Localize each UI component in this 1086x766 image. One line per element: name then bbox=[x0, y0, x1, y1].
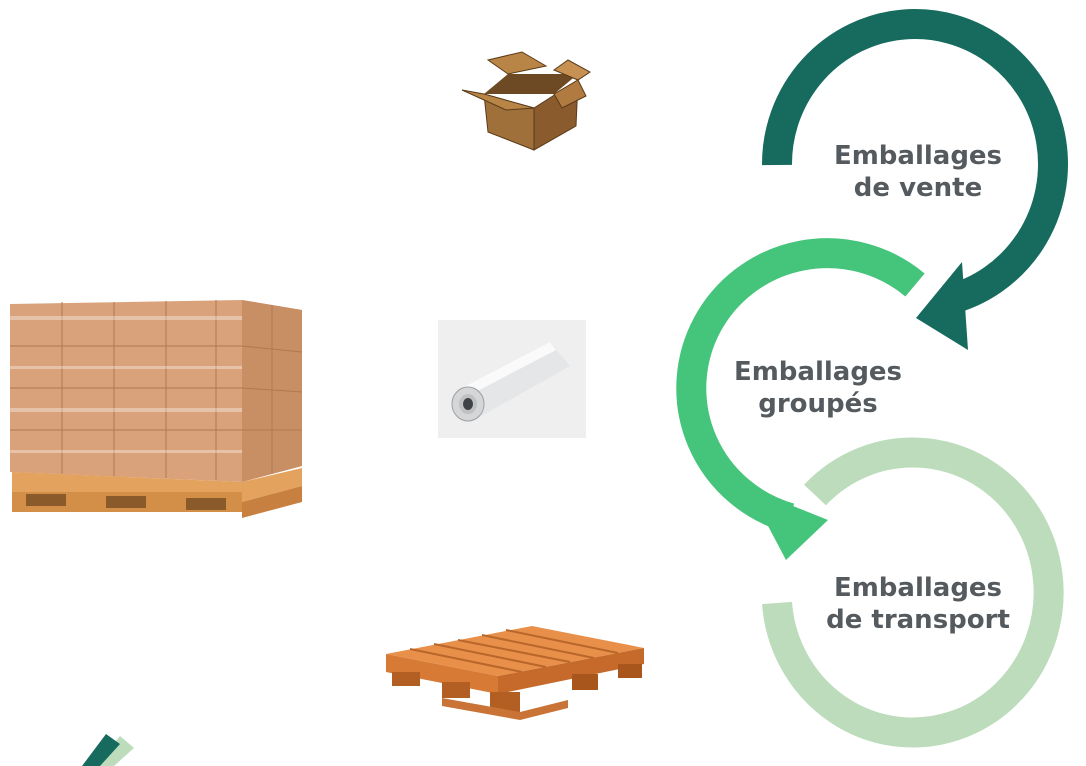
wooden-pallet-image bbox=[386, 626, 644, 720]
stage-vente-line1: Emballages bbox=[833, 141, 1003, 171]
ring-groupes bbox=[676, 238, 925, 560]
ring-transport bbox=[762, 437, 1064, 748]
logo-image bbox=[82, 734, 134, 766]
wrapped-pallet-image bbox=[10, 300, 303, 518]
stage-transport-line1: Emballages bbox=[833, 573, 1003, 603]
ring-vente bbox=[761, 9, 1068, 350]
stage-groupes-line2: groupés bbox=[758, 389, 878, 419]
cardboard-box-image bbox=[461, 51, 591, 151]
stage-vente-line2: de vente bbox=[853, 173, 983, 203]
stage-label-transport: Emballages de transport bbox=[808, 572, 1028, 636]
stage-label-vente: Emballages de vente bbox=[808, 140, 1028, 204]
stage-transport-line2: de transport bbox=[826, 605, 1010, 635]
stage-label-groupes: Emballages groupés bbox=[708, 356, 928, 420]
stretch-film-roll-image bbox=[438, 320, 586, 438]
stage-groupes-line1: Emballages bbox=[733, 357, 903, 387]
